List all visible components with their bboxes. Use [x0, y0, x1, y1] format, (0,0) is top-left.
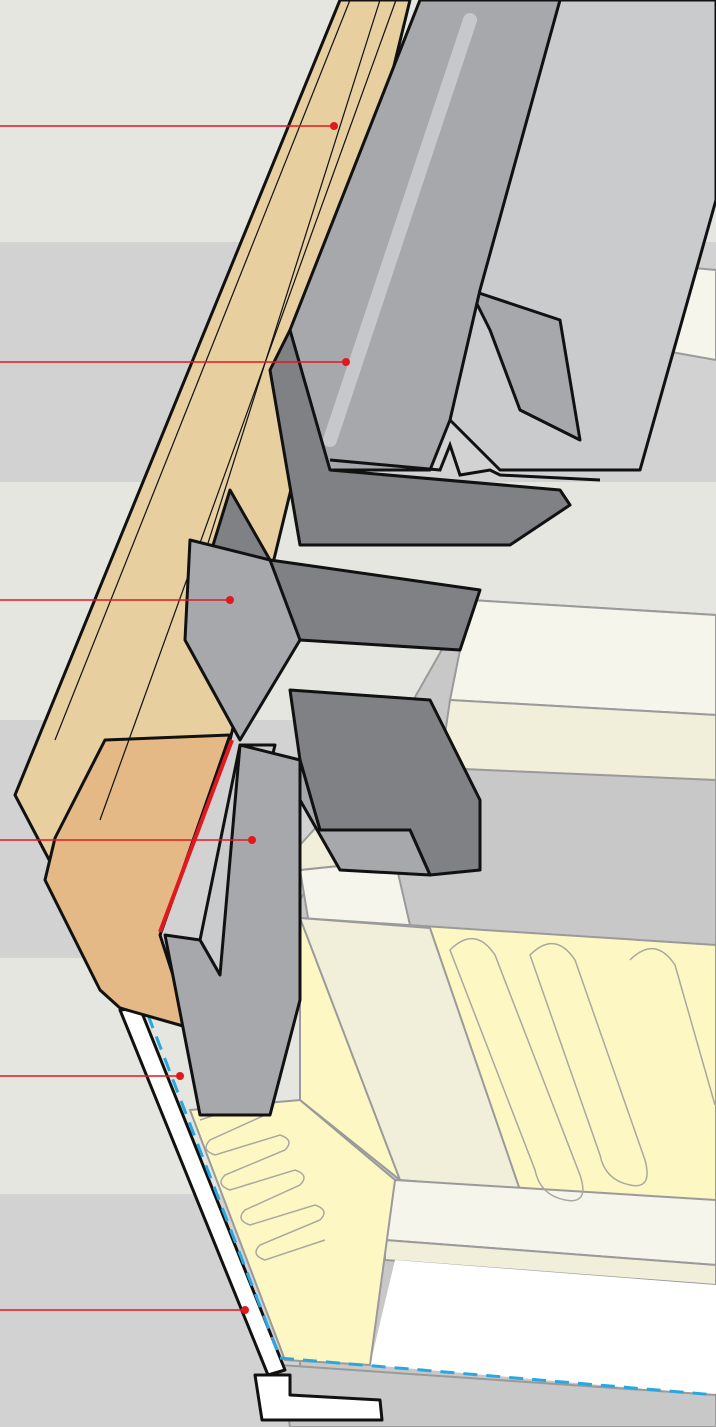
- installation-collar-leader-dot: [226, 596, 234, 604]
- collar-lower-leg: [163, 743, 302, 1117]
- batten-board-2: [438, 698, 716, 782]
- lining-assembly: [118, 1006, 716, 1422]
- lining-panel-foot: [253, 1373, 384, 1422]
- roof-structure: [278, 263, 716, 1427]
- frame-inner-face: [43, 733, 232, 1030]
- flashing: [163, 0, 716, 1117]
- flashing-highlight: [323, 13, 477, 447]
- collar-front: [183, 538, 302, 742]
- flashing-bottom-curl: [329, 440, 601, 482]
- batten-board-1: [448, 598, 716, 717]
- insulation-pattern-3: [629, 948, 716, 1106]
- wooden-frame-leader-dot: [330, 122, 338, 130]
- membrane-dashed-horizontal: [279, 1356, 716, 1397]
- leader-lines: [0, 122, 350, 1314]
- lining-insulation: [188, 1098, 397, 1367]
- frame-groove-3: [54, 0, 351, 741]
- frame-seal-red: [158, 739, 234, 933]
- insulation-waves: [199, 1099, 326, 1261]
- lining-panel-leader-dot: [241, 1306, 249, 1314]
- sealing-strip-leader-dot: [248, 836, 256, 844]
- insulation-pattern-2: [529, 943, 648, 1187]
- lining-white: [370, 1260, 716, 1395]
- flashing-channel-inner: [468, 288, 582, 442]
- metal-flashing-leader-dot: [342, 358, 350, 366]
- frame-groove-2: [99, 0, 397, 821]
- membrane-dashed-vertical: [146, 1014, 282, 1359]
- window-frame: [13, 0, 412, 1030]
- frame-groove-1: [189, 0, 381, 601]
- collar-upper: [268, 328, 572, 547]
- vapour-barrier-collar-leader-dot: [176, 1072, 184, 1080]
- insulation-pattern-1: [449, 938, 584, 1202]
